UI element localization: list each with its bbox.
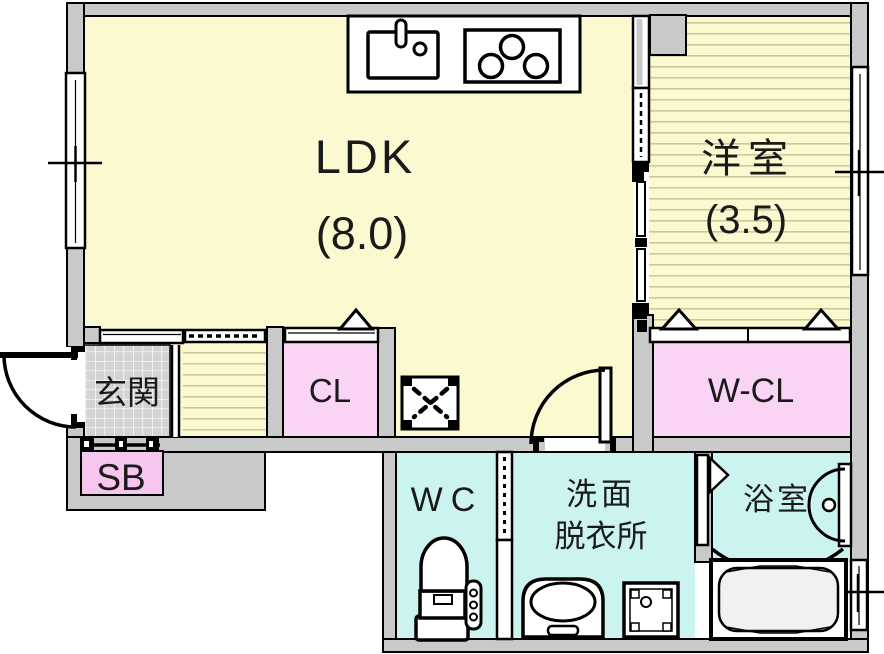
bathroom-door-handle-arc (807, 467, 846, 543)
shoe-box-doors (80, 437, 160, 452)
shoe-box-label: SB (96, 457, 145, 498)
toilet-icon (414, 536, 483, 642)
closet-label: CL (309, 372, 351, 409)
partitions-layer (80, 14, 853, 641)
wc-sliding-door (495, 450, 514, 641)
ldk-label: LDK (315, 130, 415, 183)
toilet-room-label: WC (411, 481, 484, 519)
wcl-door-fold-mark-right (801, 307, 842, 331)
window-left (48, 71, 102, 250)
closet-door (283, 307, 380, 344)
entrance-label: 玄関 (94, 374, 160, 411)
closet-floor (283, 343, 378, 437)
walk-in-closet-floor (653, 343, 851, 437)
shoe-box-cabinet (80, 450, 164, 496)
bathroom-label: 浴室 (743, 482, 811, 517)
entry-door-leaf (0, 352, 78, 358)
washing-machine-pan-icon (622, 581, 680, 639)
wall-closet-right (377, 327, 396, 438)
western-room-label: 洋室 (701, 137, 795, 181)
entry-door-jamb-bottom (71, 414, 85, 427)
wall-hall-closet (266, 326, 284, 438)
kitchen-counter-icon (346, 14, 582, 94)
window-western-room (835, 65, 884, 277)
bathtub-icon (709, 558, 848, 641)
wall-stub-hall-left (83, 326, 101, 344)
entrance-tile-floor (83, 344, 171, 438)
floor-hatch-icon (400, 375, 460, 431)
stove-burners-icon (463, 28, 562, 84)
washroom-door-leaf (598, 366, 613, 444)
wall-middle-band (83, 436, 852, 453)
entrance-step-edge (170, 345, 181, 437)
ldk-area-label: (8.0) (316, 208, 409, 259)
labels-layer: LDK (8.0) 洋室 (3.5) 玄関 SB CL W-CL WC 洗面 脱… (94, 130, 811, 554)
hall-sliding-doors (98, 328, 267, 345)
closet-door-fold-mark (336, 307, 376, 331)
bathroom-door-fold-mark (708, 455, 730, 495)
wcl-door-fold-mark-left (658, 307, 700, 331)
washroom-door-jamb-left (533, 437, 544, 452)
western-room-floor-stripes (649, 15, 851, 328)
walk-in-closet-doors (634, 307, 852, 344)
wall-lower-left (382, 451, 397, 653)
entry-door-opening (66, 347, 85, 427)
fixtures-layer (80, 14, 848, 642)
wall-western-room-notch (649, 14, 687, 56)
washroom-label-line2: 脱衣所 (555, 519, 648, 554)
washroom-label-line1: 洗面 (566, 477, 636, 512)
entry-door-swing-arc (2, 354, 77, 429)
bathroom-door-knob (821, 497, 837, 513)
hall-wood-floor-stripes (183, 345, 267, 437)
washbasin-icon (521, 577, 605, 639)
partition-ldk-western (631, 14, 651, 314)
washroom-door-opening (545, 438, 605, 451)
wall-bottom (382, 638, 869, 653)
western-room-area-label: (3.5) (705, 198, 787, 242)
wall-left-upper (66, 2, 85, 74)
walk-in-closet-label: W-CL (708, 372, 794, 410)
wall-left-middle (66, 247, 85, 348)
washroom-door-swing-arc (529, 368, 606, 445)
wall-top (66, 2, 869, 17)
kitchen-sink-icon (366, 18, 440, 80)
